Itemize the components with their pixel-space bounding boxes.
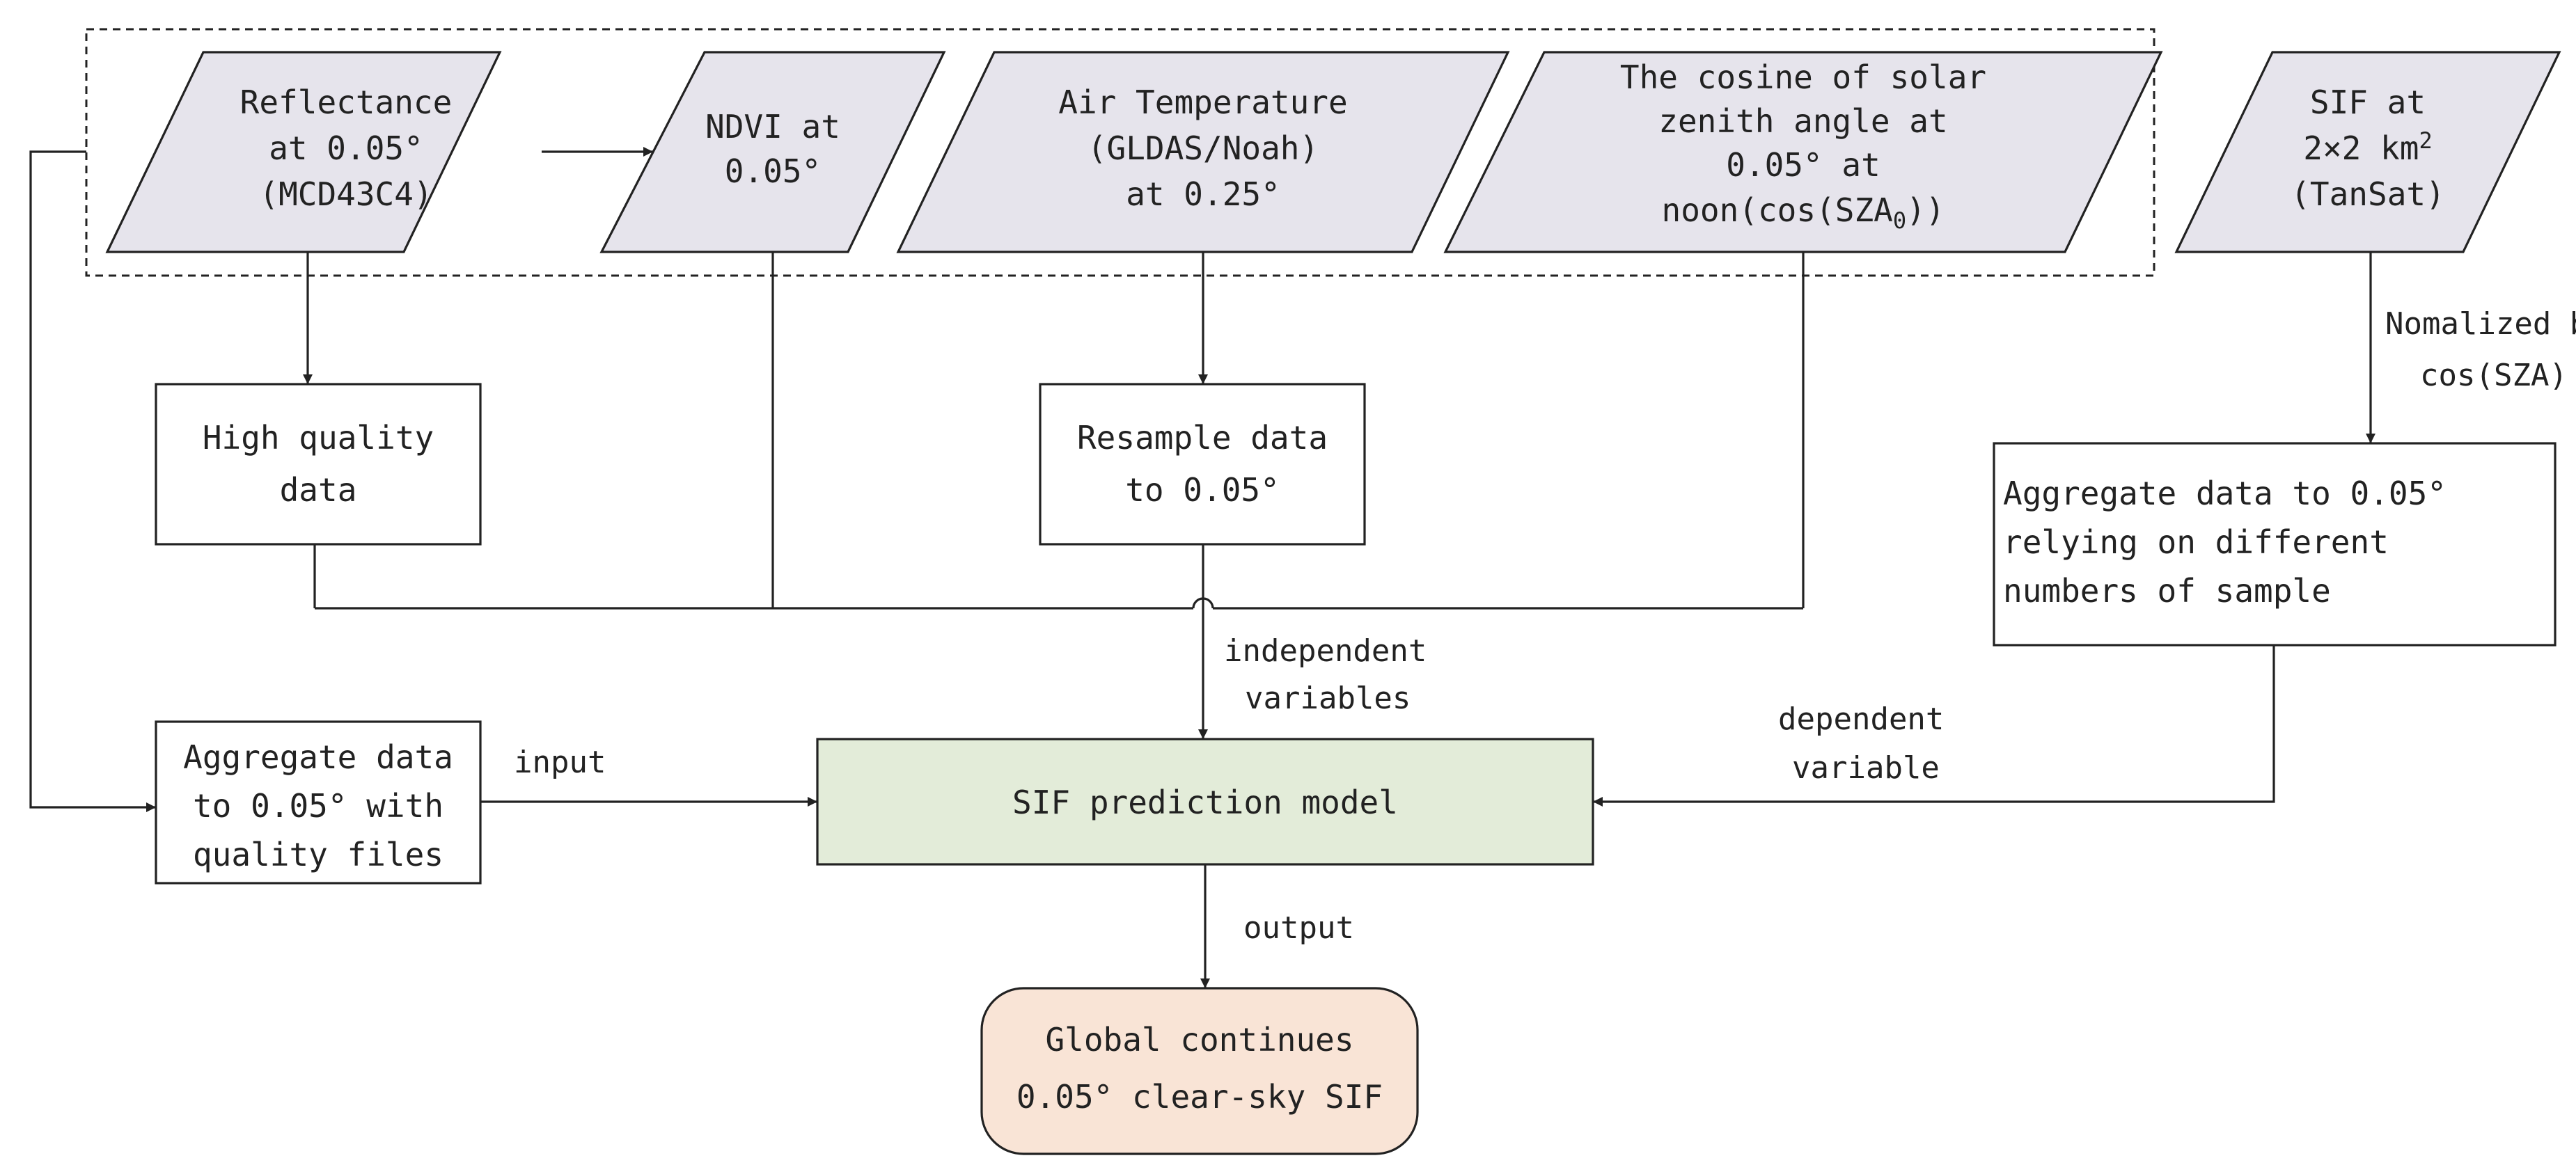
node-aggregate-quality: Aggregate data to 0.05° with quality fil… — [155, 720, 482, 885]
aggregate-quality-box — [155, 720, 482, 885]
cosine-sza-line-4: noon(cos(SZA0)) — [1662, 191, 1945, 234]
air-temperature-line-2: (GLDAS/Noah) — [1087, 129, 1319, 167]
node-high-quality-data: High quality data — [155, 383, 482, 546]
ndvi-line-1: NDVI at — [705, 108, 840, 145]
sif-tansat-line-1: SIF at — [2310, 84, 2426, 121]
aggregate-samples-line-2: relying on different — [2003, 523, 2389, 561]
ndvi-line-2: 0.05° — [725, 152, 821, 190]
sif-tansat-line-2-base: 2×2 km — [2303, 129, 2419, 167]
aggregate-quality-line-1: Aggregate data — [183, 738, 453, 776]
node-resample: Resample data to 0.05° — [1039, 383, 1366, 546]
sif-prediction-model-box — [816, 738, 1594, 866]
line-reflectance-to-aggregate-quality — [29, 150, 156, 812]
reflectance-parallelogram — [105, 51, 502, 253]
cosine-sza-line-4-prefix: noon(cos(SZA — [1662, 191, 1893, 229]
high-quality-data-box — [155, 383, 482, 546]
sif-prediction-model-label: SIF prediction model — [1012, 784, 1398, 821]
global-sif-output-box — [980, 987, 1419, 1155]
dependent-label-line-1: dependent — [1778, 702, 1944, 737]
ndvi-parallelogram — [599, 51, 946, 253]
air-temperature-line-3: at 0.25° — [1126, 175, 1280, 213]
resample-box — [1039, 383, 1366, 546]
sif-tansat-line-2: 2×2 km2 — [2303, 127, 2432, 167]
resample-line-2: to 0.05° — [1125, 471, 1280, 509]
independent-label-line-1: independent — [1224, 633, 1427, 669]
node-ndvi: NDVI at 0.05° — [599, 51, 946, 253]
cosine-sza-parallelogram — [1443, 51, 2163, 253]
cosine-sza-subscript: 0 — [1893, 207, 1906, 234]
cosine-sza-line-3: 0.05° at — [1726, 146, 1880, 184]
node-cosine-sza: The cosine of solar zenith angle at 0.05… — [1443, 51, 2163, 253]
sif-tansat-superscript: 2 — [2419, 127, 2432, 154]
input-label: input — [514, 745, 606, 780]
cosine-sza-line-2: zenith angle at — [1658, 102, 1947, 140]
reflectance-line-3: (MCD43C4) — [259, 175, 432, 213]
reflectance-line-1: Reflectance — [240, 84, 453, 121]
dependent-label-line-2: variable — [1792, 750, 1940, 786]
aggregate-samples-box — [1993, 442, 2557, 647]
output-label: output — [1243, 910, 1354, 946]
node-sif-prediction-model: SIF prediction model — [816, 738, 1594, 866]
global-sif-output-line-2: 0.05° clear-sky SIF — [1016, 1078, 1383, 1116]
independent-label-line-2: variables — [1245, 681, 1411, 716]
node-aggregate-samples: Aggregate data to 0.05° relying on diffe… — [1993, 442, 2557, 647]
node-reflectance: Reflectance at 0.05° (MCD43C4) — [105, 51, 502, 253]
air-temperature-line-1: Air Temperature — [1058, 84, 1347, 121]
resample-line-1: Resample data — [1077, 419, 1328, 457]
sif-tansat-line-3: (TanSat) — [2291, 175, 2445, 213]
cosine-sza-line-4-suffix: )) — [1906, 191, 1945, 229]
normalized-label-line-1: Nomalized by — [2385, 306, 2576, 342]
aggregate-samples-line-1: Aggregate data to 0.05° — [2003, 475, 2447, 512]
node-air-temperature: Air Temperature (GLDAS/Noah) at 0.25° — [896, 51, 1510, 253]
global-sif-output-line-1: Global continues — [1045, 1021, 1353, 1059]
normalized-label-line-2: cos(SZA) — [2420, 358, 2568, 393]
aggregate-quality-line-3: quality files — [193, 836, 443, 873]
aggregate-samples-line-3: numbers of sample — [2003, 572, 2331, 610]
cosine-sza-line-1: The cosine of solar — [1620, 58, 1986, 96]
arrow-dependent-variable — [1593, 645, 2275, 807]
air-temperature-parallelogram — [896, 51, 1510, 253]
node-sif-tansat: SIF at 2×2 km2 (TanSat) — [2174, 51, 2561, 253]
high-quality-data-line-1: High quality — [203, 419, 434, 457]
reflectance-line-2: at 0.05° — [269, 129, 423, 167]
node-global-sif-output: Global continues 0.05° clear-sky SIF — [980, 987, 1419, 1155]
sif-tansat-parallelogram — [2174, 51, 2561, 253]
aggregate-quality-line-2: to 0.05° with — [193, 787, 443, 825]
high-quality-data-line-2: data — [280, 471, 357, 509]
